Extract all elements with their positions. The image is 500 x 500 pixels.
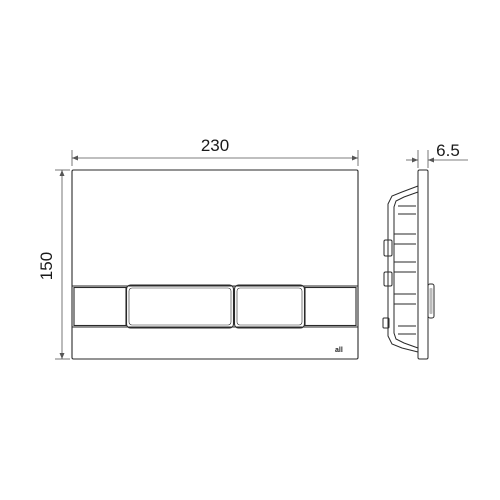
right-end-panel — [304, 286, 357, 327]
mounting-frame — [387, 185, 419, 353]
side-view — [382, 169, 435, 360]
upper-clip — [383, 239, 393, 257]
flush-plate-outline — [71, 169, 359, 360]
width-label: 230 — [201, 136, 229, 155]
height-label: 150 — [37, 252, 56, 280]
lower-clip — [383, 271, 393, 287]
button-strip — [72, 284, 358, 329]
height-dimension — [55, 169, 70, 360]
large-flush-button — [233, 284, 306, 329]
depth-label: 6.5 — [436, 141, 460, 160]
depth-dimension — [406, 150, 468, 168]
left-end-panel — [73, 286, 127, 327]
front-view: all — [71, 169, 359, 360]
small-flush-button — [125, 284, 235, 329]
button-stem — [427, 283, 435, 319]
side-plate — [417, 169, 429, 360]
logo-mark: all — [335, 347, 343, 354]
width-dimension — [71, 150, 359, 166]
